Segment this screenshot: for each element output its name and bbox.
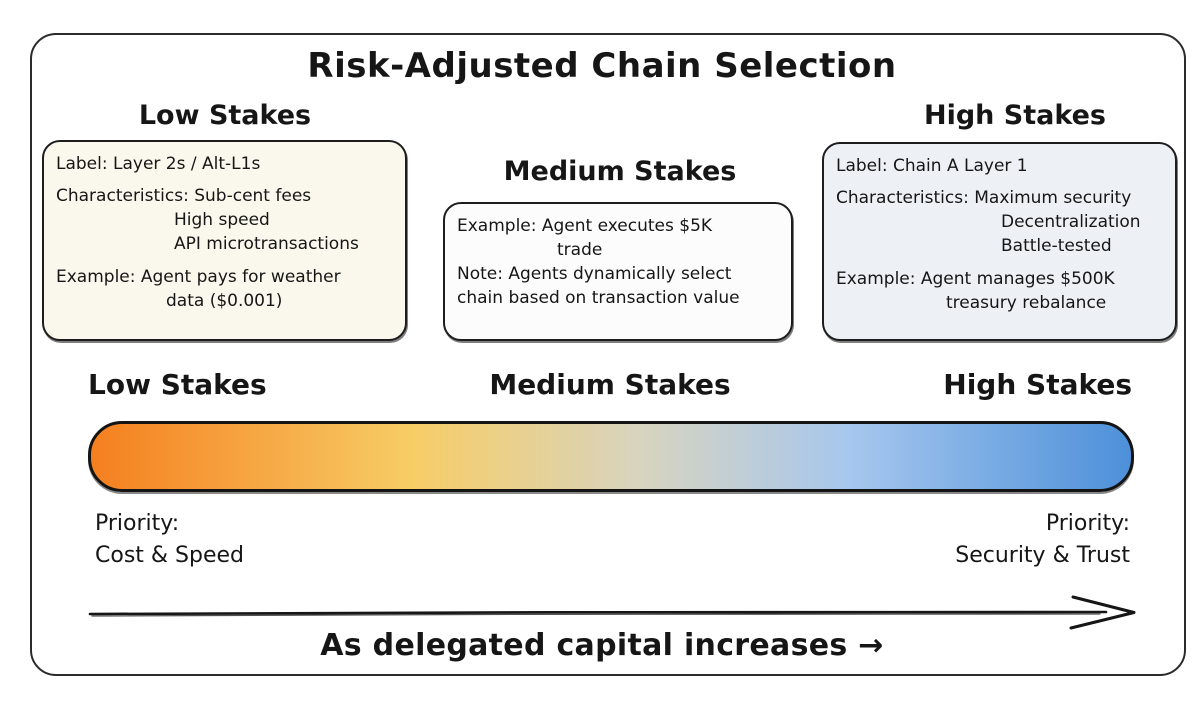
low-example-cont: data ($0.001) bbox=[166, 290, 283, 311]
capital-increase-arrow-icon bbox=[88, 595, 1136, 630]
low-label-line: Label: Layer 2s / Alt-L1s bbox=[56, 154, 261, 174]
high-stakes-box: Label: Chain A Layer 1 Characteristics: … bbox=[822, 142, 1177, 341]
high-characteristic-item: Decentralization bbox=[1001, 212, 1141, 233]
low-stakes-heading: Low Stakes bbox=[138, 100, 312, 131]
scale-label-medium: Medium Stakes bbox=[489, 368, 731, 401]
low-characteristic-item: API microtransactions bbox=[174, 234, 359, 255]
low-example-line: Example: Agent pays for weather bbox=[56, 266, 341, 287]
medium-example-line: Example: Agent executes $5K bbox=[457, 216, 713, 236]
page-title: Risk-Adjusted Chain Selection bbox=[307, 46, 897, 86]
high-characteristics-line: Characteristics: Maximum security bbox=[836, 188, 1132, 209]
medium-stakes-box: Example: Agent executes $5K trade Note: … bbox=[443, 202, 793, 341]
high-example-cont: treasury rebalance bbox=[946, 292, 1107, 313]
high-example-line: Example: Agent manages $500K bbox=[836, 268, 1115, 289]
medium-note-cont: chain based on transaction value bbox=[457, 288, 740, 309]
low-characteristics-line: Characteristics: Sub-cent fees bbox=[56, 186, 312, 207]
scale-label-high: High Stakes bbox=[943, 368, 1132, 401]
medium-stakes-heading: Medium Stakes bbox=[503, 156, 737, 187]
priority-right-value: Security & Trust bbox=[955, 542, 1130, 568]
high-stakes-heading: High Stakes bbox=[924, 100, 1106, 131]
arrow-caption: As delegated capital increases → bbox=[320, 628, 884, 663]
scale-label-low: Low Stakes bbox=[88, 368, 267, 401]
high-characteristic-item: Battle-tested bbox=[1001, 236, 1112, 257]
priority-left: Priority: Cost & Speed bbox=[95, 508, 244, 572]
priority-right: Priority: Security & Trust bbox=[955, 508, 1130, 572]
low-stakes-box: Label: Layer 2s / Alt-L1s Characteristic… bbox=[42, 140, 407, 341]
priority-left-title: Priority: bbox=[95, 511, 180, 536]
medium-note-line: Note: Agents dynamically select bbox=[457, 264, 732, 285]
low-characteristic-item: High speed bbox=[174, 210, 270, 231]
risk-gradient-bar bbox=[88, 421, 1134, 492]
high-label-line: Label: Chain A Layer 1 bbox=[836, 156, 1028, 176]
priority-right-title: Priority: bbox=[1045, 511, 1130, 536]
medium-example-cont: trade bbox=[557, 240, 603, 261]
priority-left-value: Cost & Speed bbox=[95, 542, 245, 568]
